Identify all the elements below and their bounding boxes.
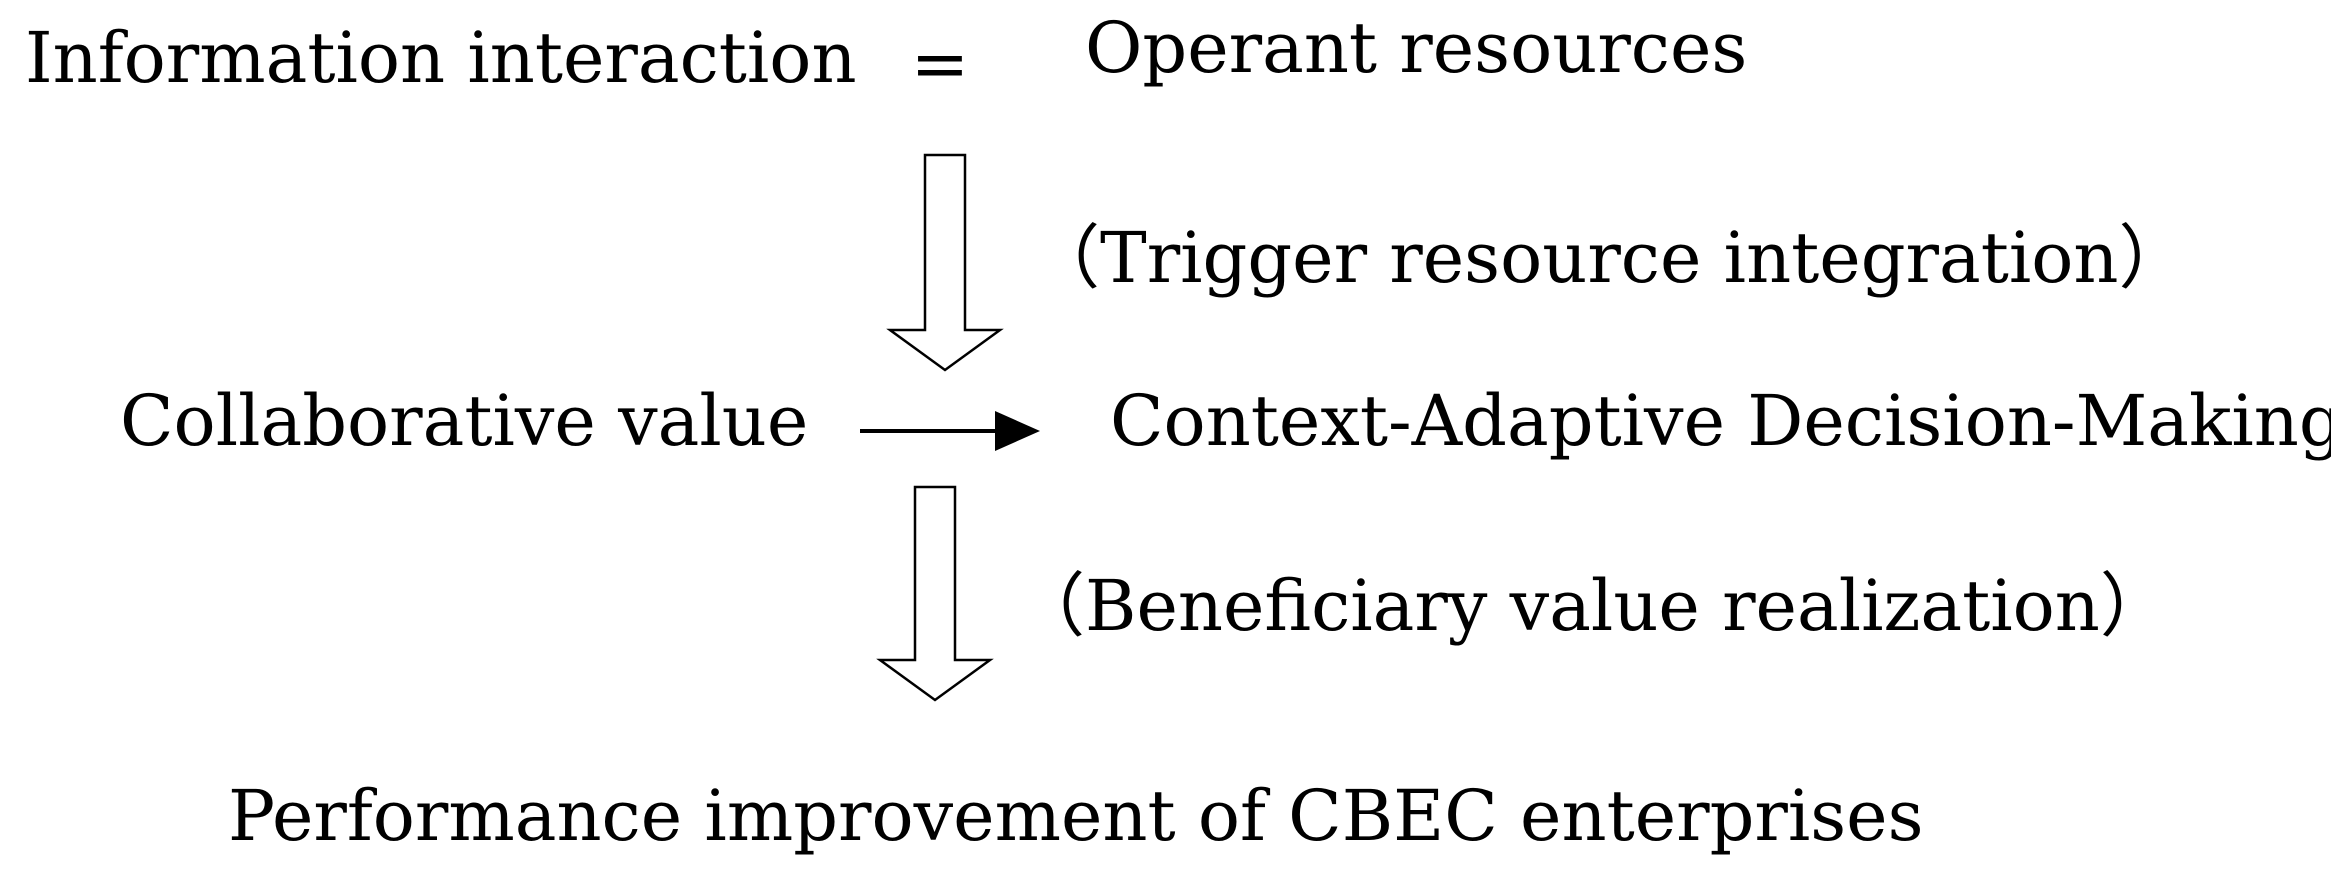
node-collaborative-value: Collaborative value [120, 380, 808, 462]
node-performance-improvement: Performance improvement of CBEC enterpri… [228, 775, 1924, 857]
node-operant-resources: Operant resources [1085, 7, 1747, 89]
edge-label-beneficiary-value-realization: （Beneficiary value realization） [1015, 565, 2170, 647]
down-arrow-trigger [886, 153, 1004, 372]
node-information-interaction: Information interaction [25, 17, 857, 99]
equals-sign: = [911, 23, 970, 105]
edge-label-trigger-resource-integration: （Trigger resource integration） [1030, 217, 2188, 299]
node-context-adaptive-decision-making: Context-Adaptive Decision-Making [1110, 380, 2331, 462]
right-arrow [860, 411, 1040, 451]
down-arrow-beneficiary [876, 485, 994, 702]
